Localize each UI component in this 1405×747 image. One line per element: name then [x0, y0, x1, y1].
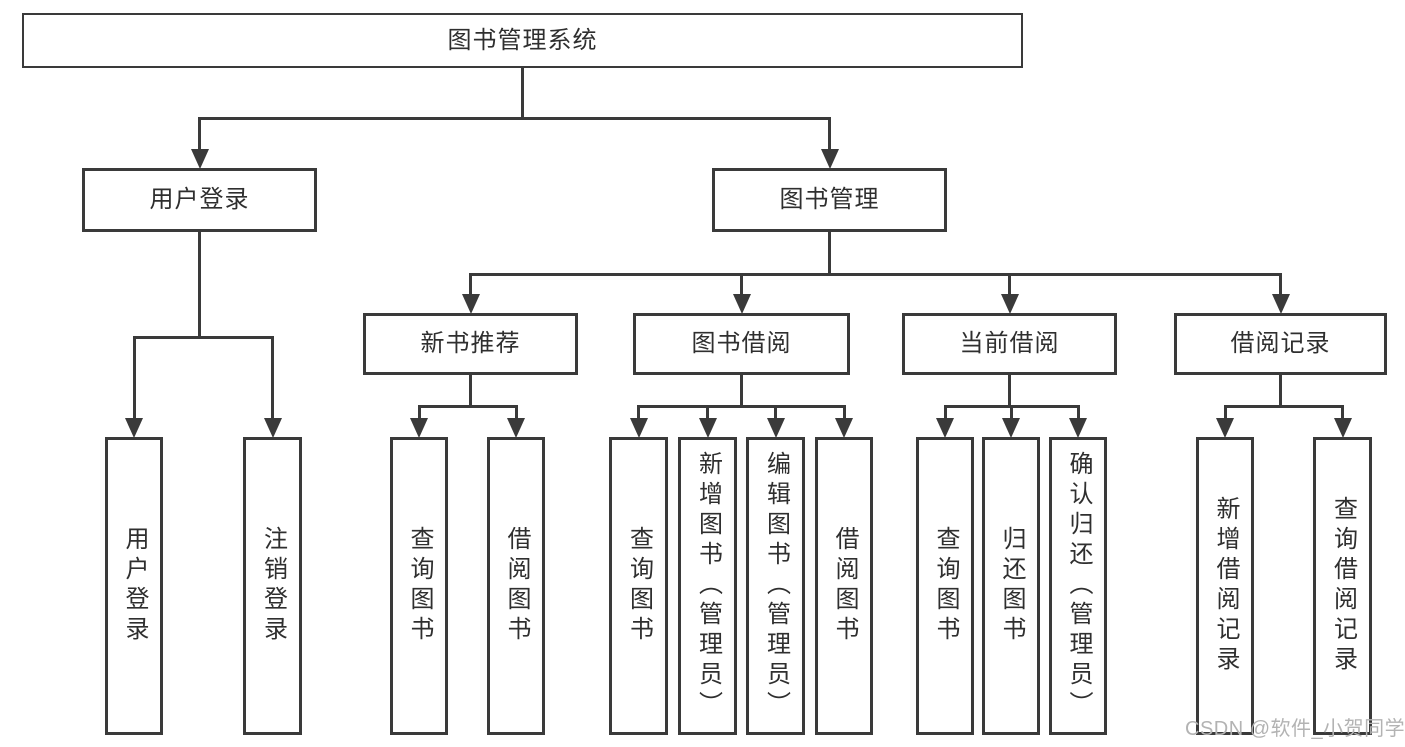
connector-bar-book-borrowing [637, 405, 846, 408]
connector-stem-ul-logout [271, 339, 274, 419]
node-nb-borrow-books: 借阅图书 [487, 437, 545, 735]
arrowhead-down-icon [190, 149, 209, 169]
node-label-ul-logout: 注销登录 [259, 526, 287, 646]
connector-stem-book-management [828, 120, 831, 150]
connector-stem-current-borrowing [1008, 276, 1011, 295]
node-br-query-record: 查询借阅记录 [1313, 437, 1372, 735]
node-cb-return-books: 归还图书 [982, 437, 1040, 735]
node-ul-logout: 注销登录 [243, 437, 302, 735]
node-label-borrowing-records: 借阅记录 [1230, 330, 1331, 357]
arrowhead-down-icon [1000, 294, 1019, 314]
arrowhead-down-icon [1216, 418, 1234, 438]
arrowhead-down-icon [698, 418, 717, 438]
connector-stem-user-login [198, 120, 201, 150]
node-label-book-borrowing: 图书借阅 [691, 330, 792, 357]
connector-stem-cb-confirm-return [1076, 408, 1080, 419]
node-book-borrowing: 图书借阅 [633, 313, 850, 375]
node-bb-edit-books-admin: 编辑图书（管理员） [746, 437, 805, 735]
node-label-current-borrowing: 当前借阅 [959, 330, 1060, 357]
connector-stem-nb-query-books [417, 408, 421, 419]
csdn-watermark: CSDN @软件_小贺同学 [1185, 718, 1405, 740]
node-label-nb-query-books: 查询图书 [406, 526, 433, 646]
arrowhead-down-icon [936, 418, 954, 438]
connector-stem-bb-borrow-books [842, 408, 846, 419]
connector-bar-book-management [469, 273, 1282, 276]
node-bb-borrow-books: 借阅图书 [815, 437, 873, 735]
connector-stem-ul-user-login [132, 339, 136, 419]
node-root: 图书管理系统 [22, 13, 1023, 68]
arrowhead-down-icon [410, 418, 428, 438]
connector-drop-current-borrowing [1008, 375, 1011, 405]
connector-drop-book-management [828, 232, 831, 273]
node-label-bb-borrow-books: 借阅图书 [831, 526, 858, 646]
node-label-cb-confirm-return: 确认归还（管理员） [1065, 451, 1092, 721]
connector-stem-new-book-recommend [469, 276, 472, 295]
arrowhead-down-icon [1002, 418, 1020, 438]
arrowhead-down-icon [820, 149, 839, 169]
node-ul-user-login: 用户登录 [105, 437, 163, 735]
connector-stem-book-borrowing [740, 276, 743, 295]
arrowhead-down-icon [1069, 418, 1087, 438]
node-label-bb-add-books-admin: 新增图书（管理员） [694, 451, 722, 721]
node-label-new-book-recommend: 新书推荐 [420, 330, 521, 357]
node-label-br-add-record: 新增借阅记录 [1212, 496, 1239, 676]
node-bb-query-books: 查询图书 [609, 437, 668, 735]
node-current-borrowing: 当前借阅 [902, 313, 1117, 375]
connector-stem-bb-edit-books-admin [774, 408, 777, 419]
connector-stem-br-query-record [1341, 408, 1344, 419]
connector-stem-bb-add-books-admin [706, 408, 709, 419]
connector-drop-borrowing-records [1279, 375, 1282, 405]
node-bb-add-books-admin: 新增图书（管理员） [678, 437, 737, 735]
connector-stem-borrowing-records [1279, 276, 1282, 295]
connector-drop-book-borrowing [740, 375, 743, 405]
node-label-ul-user-login: 用户登录 [121, 526, 148, 646]
connector-bar-current-borrowing [943, 405, 1080, 408]
node-label-nb-borrow-books: 借阅图书 [503, 526, 530, 646]
arrowhead-down-icon [125, 418, 143, 438]
connector-stem-cb-return-books [1009, 408, 1013, 419]
node-nb-query-books: 查询图书 [390, 437, 448, 735]
arrowhead-down-icon [1333, 418, 1352, 438]
node-label-cb-return-books: 归还图书 [998, 526, 1025, 646]
node-br-add-record: 新增借阅记录 [1196, 437, 1254, 735]
connector-bar-borrowing-records [1223, 405, 1344, 408]
connector-bar-user-login [132, 336, 274, 339]
arrowhead-down-icon [766, 418, 785, 438]
node-cb-query-books: 查询图书 [916, 437, 974, 735]
node-label-br-query-record: 查询借阅记录 [1329, 496, 1357, 676]
node-label-bb-query-books: 查询图书 [625, 526, 653, 646]
arrowhead-down-icon [507, 418, 525, 438]
arrowhead-down-icon [1271, 294, 1290, 314]
connector-drop-root [521, 68, 524, 117]
node-label-root: 图书管理系统 [447, 26, 598, 54]
node-label-user-login: 用户登录 [149, 186, 250, 213]
arrowhead-down-icon [732, 294, 751, 314]
connector-stem-cb-query-books [943, 408, 947, 419]
connector-bar-root [198, 117, 831, 120]
connector-bar-new-book-recommend [417, 405, 518, 408]
node-new-book-recommend: 新书推荐 [363, 313, 578, 375]
connector-drop-user-login [198, 232, 201, 336]
node-user-login: 用户登录 [82, 168, 317, 232]
connector-stem-nb-borrow-books [514, 408, 518, 419]
arrowhead-down-icon [629, 418, 648, 438]
node-borrowing-records: 借阅记录 [1174, 313, 1387, 375]
arrowhead-down-icon [835, 418, 853, 438]
arrowhead-down-icon [263, 418, 282, 438]
node-cb-confirm-return: 确认归还（管理员） [1049, 437, 1107, 735]
node-label-bb-edit-books-admin: 编辑图书（管理员） [762, 451, 790, 721]
connector-drop-new-book-recommend [469, 375, 472, 405]
connector-stem-br-add-record [1223, 408, 1227, 419]
node-book-management: 图书管理 [712, 168, 947, 232]
connector-stem-bb-query-books [637, 408, 640, 419]
node-label-cb-query-books: 查询图书 [932, 526, 959, 646]
node-label-book-management: 图书管理 [779, 186, 880, 213]
arrowhead-down-icon [461, 294, 480, 314]
